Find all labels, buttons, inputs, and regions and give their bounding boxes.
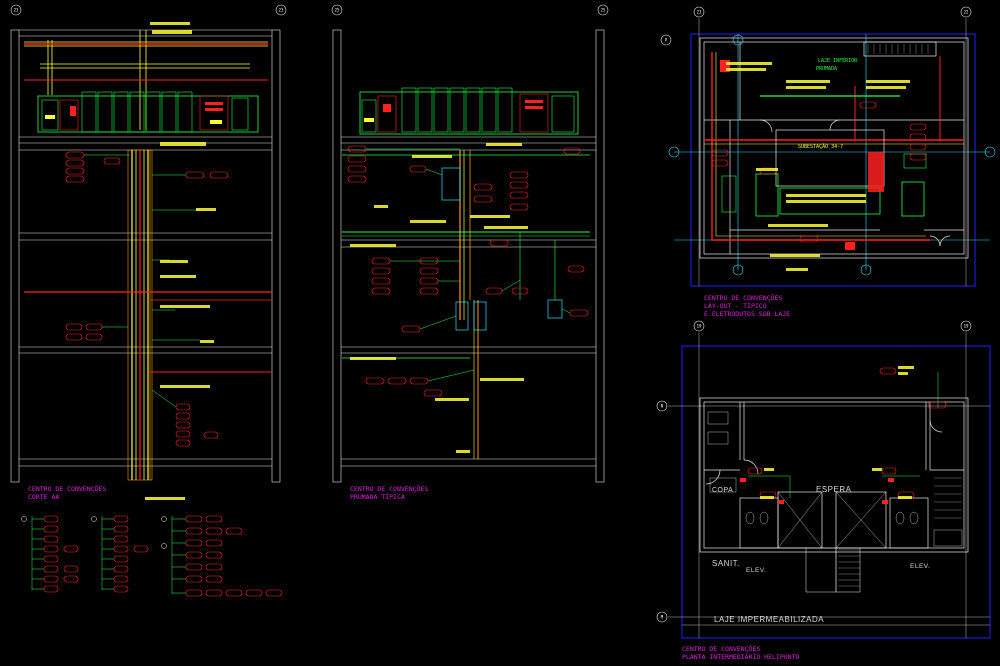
grid-bubble-label: 23 — [279, 8, 284, 13]
annotations — [350, 143, 528, 453]
grid-bubble — [597, 4, 609, 16]
slabs — [341, 136, 596, 467]
panel-prumada-tipica: 25 25 — [331, 4, 609, 501]
grid-bubble — [656, 400, 668, 412]
junction-box — [547, 299, 563, 319]
tag-group — [347, 145, 589, 397]
junction-box — [441, 167, 461, 201]
room-label: PRUMADA — [816, 66, 837, 72]
grid-bubble — [660, 34, 672, 46]
caption-line: CENTRO DE CONVENÇÕES — [704, 293, 782, 302]
annotations — [760, 366, 914, 499]
stair — [835, 547, 861, 593]
column — [332, 29, 342, 483]
junction-box — [455, 301, 469, 331]
room-label: ELEV. — [746, 567, 766, 574]
substation-equipment — [720, 60, 927, 250]
grid-bubble — [275, 4, 287, 16]
grid-bubble-label: 25 — [601, 8, 606, 13]
vertical-riser — [127, 149, 153, 481]
grid-bubble — [960, 6, 972, 18]
grid-bubble-label: 19 — [964, 324, 969, 329]
caption-line: PLANTA INTERMEDIÁRIO HELIPONTO — [682, 652, 799, 661]
leader-lines — [84, 154, 200, 408]
grid-bubble-label: 25 — [335, 8, 340, 13]
tag-group — [747, 367, 947, 499]
heli-wiring — [748, 372, 939, 498]
panel-board-row — [359, 87, 579, 135]
caption-line: E ELETRODUTOS SOB LAJE — [704, 310, 790, 318]
grid-bubble-label: 19 — [697, 324, 702, 329]
panel-layout-tipico: 23 22 P — [660, 6, 996, 318]
caption-line: CENTRO DE CONVENÇÕES — [350, 484, 428, 493]
grid-bubble — [331, 4, 343, 16]
grid-bubble-label: N — [661, 404, 664, 409]
grid-bubble — [656, 611, 668, 623]
caption-line: CENTRO DE CONVENÇÕES — [682, 644, 760, 653]
legend-trees — [43, 515, 283, 597]
caption-line: LAY-OUT - TÍPICO — [704, 301, 767, 310]
legend-tree-lines — [31, 516, 186, 594]
room-label: COPA — [712, 487, 733, 494]
sheet-frame — [681, 345, 991, 639]
tag-group — [65, 151, 229, 447]
grid-bubble-label: P — [665, 38, 668, 43]
leader-lines — [366, 148, 571, 382]
column — [271, 29, 281, 483]
grid-bubble — [693, 6, 705, 18]
grid-bubble-label: 23 — [14, 8, 19, 13]
elevator-cross — [777, 491, 887, 549]
walls — [699, 37, 969, 259]
grid-bubble-label: M — [661, 615, 664, 620]
panel-board-row — [37, 91, 259, 133]
shaft — [805, 547, 837, 593]
room-label: SANIT. — [712, 559, 740, 568]
heli-outlets — [740, 478, 894, 504]
stair-steps — [838, 477, 962, 587]
slabs — [19, 29, 272, 467]
fixtures — [707, 411, 963, 547]
room-label: LAJE IMPERMEABILIZADA — [714, 615, 824, 624]
sheet-frame — [690, 33, 976, 287]
panel-heliponto: 19 19 N M — [656, 320, 991, 661]
caption-line: CORTE AA — [28, 493, 59, 501]
grid-bubbles — [668, 34, 996, 276]
grid-bubble — [960, 320, 972, 332]
annotations — [145, 22, 216, 500]
column — [595, 29, 605, 483]
panel-corte-aa: 23 23 — [10, 4, 287, 501]
prumada-conduits — [342, 150, 590, 459]
tag-group — [711, 101, 927, 243]
grid-bubble-label: 23 — [697, 10, 702, 15]
room-label: SUBESTAÇÃO 34-7 — [798, 143, 843, 150]
top-conduits — [24, 30, 268, 130]
stair-hatch — [867, 44, 929, 54]
junction-box — [473, 301, 487, 331]
grid-bubble-label: 22 — [964, 10, 969, 15]
legend-circles — [21, 516, 167, 549]
grid-bubble — [10, 4, 22, 16]
room-label: ELEV. — [910, 563, 930, 570]
caption-line: PRUMADA TÍPICA — [350, 492, 405, 501]
walls — [699, 397, 969, 553]
caption-line: CENTRO DE CONVENÇÕES — [28, 484, 106, 493]
room-label: ESPERA — [816, 485, 852, 494]
room-label: LAJE INFERIOR — [818, 58, 858, 64]
annotations — [726, 62, 910, 271]
grid-bubble — [693, 320, 705, 332]
column — [10, 29, 20, 483]
